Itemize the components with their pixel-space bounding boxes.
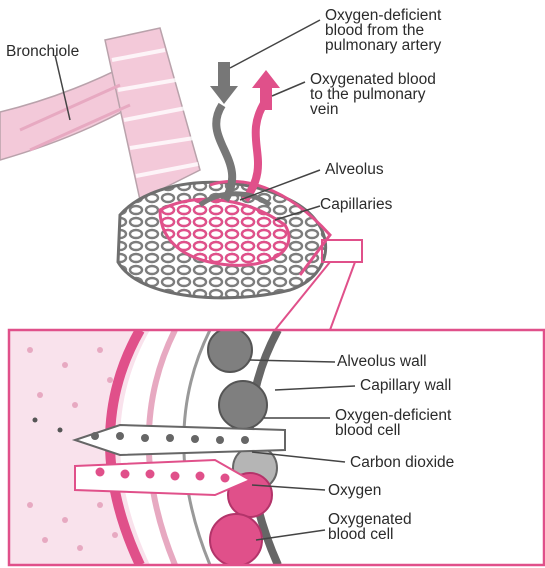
label-line: Oxygenated: [328, 512, 412, 527]
label-line: Oxygen-deficient: [325, 8, 441, 23]
label-oxygenated-blood-cell: Oxygenated blood cell: [328, 512, 412, 542]
label-line: pulmonary artery: [325, 38, 441, 53]
label-capillary-wall: Capillary wall: [360, 378, 451, 393]
label-oxygen: Oxygen: [328, 483, 381, 498]
label-line: vein: [310, 102, 436, 117]
label-line: to the pulmonary: [310, 87, 436, 102]
label-alveolus-wall: Alveolus wall: [337, 354, 427, 369]
label-line: Oxygenated blood: [310, 72, 436, 87]
label-line: Oxygen-deficient: [335, 408, 451, 423]
enlarged-alveolus-section: [9, 328, 545, 566]
label-deficient-blood-artery: Oxygen-deficient blood from the pulmonar…: [325, 8, 441, 53]
label-carbon-dioxide: Carbon dioxide: [350, 455, 454, 470]
label-deficient-blood-cell: Oxygen-deficient blood cell: [335, 408, 451, 438]
label-alveolus: Alveolus: [325, 162, 384, 177]
label-line: blood cell: [335, 423, 451, 438]
label-capillaries: Capillaries: [320, 197, 392, 212]
flow-arrows: [210, 62, 280, 110]
label-line: blood cell: [328, 527, 412, 542]
label-oxygenated-blood-vein: Oxygenated blood to the pulmonary vein: [310, 72, 436, 117]
label-bronchiole: Bronchiole: [6, 44, 79, 59]
label-line: blood from the: [325, 23, 441, 38]
